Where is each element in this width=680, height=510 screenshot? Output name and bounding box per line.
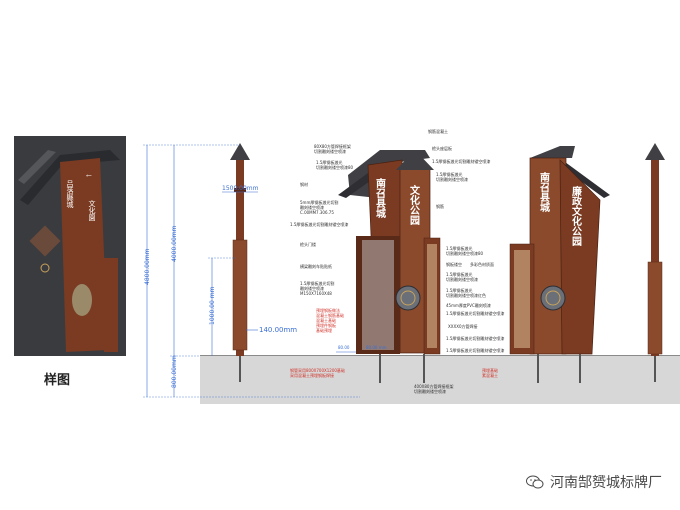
svg-text:1.5厚钢板激光切割雕刻镂空喷漆: 1.5厚钢板激光切割雕刻镂空喷漆 [446, 310, 504, 316]
svg-text:1.5厚钢板激光: 1.5厚钢板激光 [446, 271, 472, 277]
svg-text:切割雕刻镂空喷漆80: 切割雕刻镂空喷漆80 [316, 164, 354, 170]
svg-text:多彩色材质面: 多彩色材质面 [470, 261, 494, 267]
wechat-icon [526, 475, 544, 489]
svg-text:80X80方管焊接框架: 80X80方管焊接框架 [314, 143, 351, 149]
svg-text:XXXX0方管焊接: XXXX0方管焊接 [448, 323, 478, 329]
dimension-lines [143, 144, 368, 398]
svg-text:C.00MM7.306.75: C.00MM7.306.75 [300, 210, 334, 215]
svg-text:切割雕刻镂空喷漆: 切割雕刻镂空喷漆 [414, 388, 446, 394]
svg-text:钢板镂空: 钢板镂空 [446, 261, 462, 267]
svg-text:采用混凝土预埋钢板焊接: 采用混凝土预埋钢板焊接 [290, 372, 334, 378]
svg-text:横梁雕刻车贴贴纸: 横梁雕刻车贴贴纸 [300, 263, 332, 269]
svg-text:混凝土钢筋基础: 混凝土钢筋基础 [316, 312, 344, 318]
svg-text:1.5厚钢板激光: 1.5厚钢板激光 [316, 159, 342, 165]
annotations-red: 预埋钢板做法 混凝土钢筋基础 混凝土基础 预埋件钢板 基础预埋 钢管采用800X… [290, 307, 498, 378]
svg-text:1.5厚钢板激光切割: 1.5厚钢板激光切割 [300, 280, 334, 286]
svg-text:钢管采用800X700X1200基础: 钢管采用800X700X1200基础 [290, 367, 345, 373]
svg-text:切割雕刻镂空喷漆: 切割雕刻镂空喷漆 [436, 176, 468, 182]
svg-text:钢筋混凝土: 钢筋混凝土 [428, 128, 448, 134]
ground-section [200, 355, 680, 404]
svg-text:切割雕刻镂空喷漆80: 切割雕刻镂空喷漆80 [446, 250, 484, 256]
main-sign-right-text: 文化公园 [408, 184, 420, 226]
annotations-right: 钢筋混凝土 檐头座层板 1.5厚钢板激光切割雕刻镂空喷漆 1.5厚钢板激光 切割… [428, 128, 504, 353]
svg-text:1.5厚钢板激光: 1.5厚钢板激光 [446, 287, 472, 293]
sample-image: 吕落縣城 文化園 ← [14, 136, 126, 356]
dim-top-width: 1500.00mm [222, 185, 259, 192]
side-pole-left [230, 143, 250, 382]
dim-total-height: 4800.00mm [144, 248, 151, 285]
svg-text:预埋件钢板: 预埋件钢板 [316, 322, 336, 328]
main-sign-left-text: 南召县城 [374, 177, 386, 219]
side-pole-right [645, 143, 665, 382]
dim-mid-height: 1000.00 mm [209, 286, 216, 325]
dim-upper-height: 4000.00mm [171, 225, 178, 262]
svg-text:檐头座层板: 檐头座层板 [432, 145, 452, 151]
svg-text:预埋钢板做法: 预埋钢板做法 [316, 307, 340, 313]
svg-text:5mm厚钢板激光切割: 5mm厚钢板激光切割 [300, 199, 338, 205]
svg-text:钢材: 钢材 [300, 181, 308, 187]
svg-text:檐头门楼: 檐头门楼 [300, 241, 316, 247]
svg-text:预埋基础: 预埋基础 [482, 367, 498, 373]
right-gate-sign: 南召县城 廉政文化公园 [509, 146, 610, 383]
svg-text:1.5厚钢板激光切割雕刻镂空喷漆: 1.5厚钢板激光切割雕刻镂空喷漆 [446, 347, 504, 353]
svg-text:钢筋: 钢筋 [436, 203, 444, 209]
svg-text:1.5厚钢板激光: 1.5厚钢板激光 [446, 245, 472, 251]
svg-text:素混凝土: 素混凝土 [482, 372, 498, 378]
dim-lower-height: 800.00mm [171, 355, 178, 388]
right-sign-text-b: 廉政文化公园 [570, 185, 582, 247]
dim-base-width: 140.00mm [259, 326, 297, 334]
svg-text:雕刻镂空喷漆: 雕刻镂空喷漆 [300, 204, 324, 210]
watermark-text: 河南郜赟城标牌厂 [550, 475, 662, 491]
watermark: 河南郜赟城标牌厂 [526, 472, 662, 492]
svg-text:45mm厚度PVC雕刻喷漆: 45mm厚度PVC雕刻喷漆 [446, 302, 491, 308]
main-gate-sign: 南召县城 文化公园 [338, 150, 441, 383]
svg-text:1.5厚钢板激光: 1.5厚钢板激光 [436, 171, 462, 177]
svg-text:混凝土基础: 混凝土基础 [316, 317, 336, 323]
svg-text:切割雕刻镂空喷漆: 切割雕刻镂空喷漆 [314, 148, 346, 154]
arrow-left-icon: ← [86, 172, 92, 180]
svg-text:400X80方管焊接框架: 400X80方管焊接框架 [414, 383, 453, 389]
svg-text:雕刻镂空喷漆: 雕刻镂空喷漆 [300, 285, 324, 291]
dim-small-a: 80.00 [338, 345, 350, 350]
svg-text:1.5厚钢板激光切割雕刻镂空喷漆: 1.5厚钢板激光切割雕刻镂空喷漆 [446, 335, 504, 341]
sample-caption: 样图 [44, 373, 71, 388]
svg-text:切割雕刻镂空喷漆: 切割雕刻镂空喷漆 [446, 276, 478, 282]
svg-text:M150X7160X48: M150X7160X48 [300, 291, 332, 296]
svg-text:1.5厚钢板激光切割雕刻镂空喷漆: 1.5厚钢板激光切割雕刻镂空喷漆 [432, 158, 490, 164]
svg-text:基础预埋: 基础预埋 [316, 327, 332, 333]
right-sign-text-a: 南召县城 [538, 171, 550, 213]
dim-small-b: 80.00 mm [366, 345, 387, 350]
sample-text-right: 文化園 [88, 199, 96, 222]
annotations-bottom: 400X80方管焊接框架 切割雕刻镂空喷漆 [414, 383, 453, 394]
sample-text-left: 吕落縣城 [66, 180, 74, 209]
annotations-left: 80X80方管焊接框架 切割雕刻镂空喷漆 1.5厚钢板激光 切割雕刻镂空喷漆80… [290, 143, 354, 296]
svg-text:切割雕刻镂空喷漆红色: 切割雕刻镂空喷漆红色 [446, 292, 486, 298]
svg-text:1.5厚钢板激光切割雕刻镂空喷漆: 1.5厚钢板激光切割雕刻镂空喷漆 [290, 221, 348, 227]
